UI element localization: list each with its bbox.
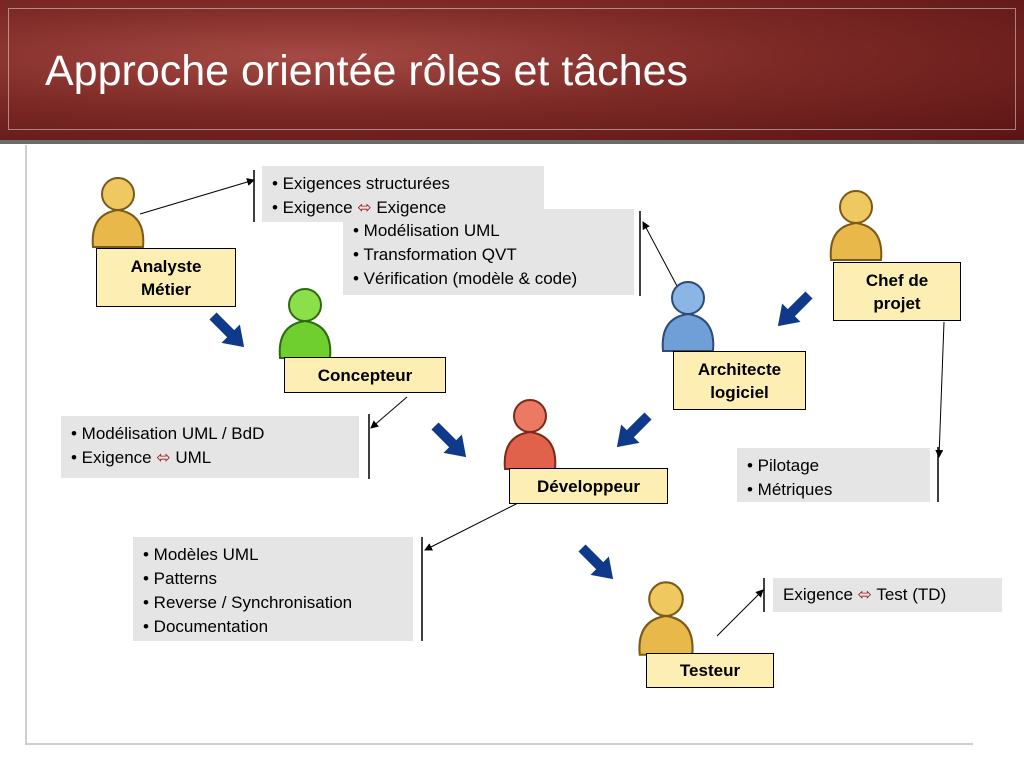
task-item: Exigence ⬄ Test (TD)	[783, 585, 947, 604]
task-item: • Transformation QVT	[353, 245, 517, 264]
bidirectional-arrow-icon: ⬄	[857, 585, 872, 604]
role-label: Chef de	[865, 270, 929, 290]
role-label: Concepteur	[317, 365, 413, 385]
role-developpeur: Développeur	[509, 468, 668, 504]
task-box-chef: • Pilotage • Métriques	[737, 448, 930, 502]
task-item: • Vérification (modèle & code)	[353, 269, 578, 288]
role-testeur: Testeur	[646, 653, 774, 688]
person-icon	[503, 399, 557, 470]
task-box-analyste: • Exigences structurées • Exigence ⬄ Exi…	[262, 166, 544, 222]
role-concepteur: Concepteur	[284, 357, 446, 393]
flow-arrow-icon	[431, 422, 467, 458]
flow-arrow-icon	[777, 291, 813, 327]
title-banner-frame	[8, 8, 1016, 130]
task-box-developpeur: • Modèles UML • Patterns • Reverse / Syn…	[133, 537, 413, 641]
task-item: • Documentation	[143, 617, 269, 636]
task-item: • Modélisation UML	[353, 221, 500, 240]
title-banner: Approche orientée rôles et tâches	[0, 0, 1024, 140]
title-banner-shadow	[0, 140, 1024, 144]
person-icon	[829, 190, 883, 261]
role-analyste-metier: Analyste Métier	[96, 248, 236, 307]
flow-arrow-icon	[616, 412, 652, 448]
task-box-architecte: • Modélisation UML • Transformation QVT …	[343, 209, 634, 295]
slide-title: Approche orientée rôles et tâches	[45, 47, 689, 95]
task-item: • Modèles UML	[143, 545, 259, 564]
bidirectional-arrow-icon: ⬄	[357, 198, 372, 217]
task-item: • Exigences structurées	[272, 174, 450, 193]
flow-arrow-icon	[209, 312, 245, 348]
task-item: • Reverse / Synchronisation	[143, 593, 353, 612]
person-icon	[638, 581, 694, 656]
content-frame	[25, 145, 973, 745]
role-label: Développeur	[537, 476, 640, 496]
role-label: Architecte	[697, 359, 782, 379]
role-label: logiciel	[710, 382, 769, 402]
task-item: • Exigence ⬄ Exigence	[272, 198, 447, 217]
bidirectional-arrow-icon: ⬄	[156, 448, 171, 467]
task-item: • Métriques	[747, 480, 833, 499]
role-architecte-logiciel: Architecte logiciel	[673, 351, 806, 410]
role-label: Métier	[140, 279, 192, 299]
task-item: • Modélisation UML / BdD	[71, 424, 265, 443]
task-box-concepteur: • Modélisation UML / BdD • Exigence ⬄ UM…	[61, 416, 359, 478]
role-label: Analyste	[130, 256, 202, 276]
flow-arrow-icon	[578, 544, 614, 580]
task-item: • Pilotage	[747, 456, 820, 475]
role-label: projet	[873, 293, 921, 313]
role-label: Testeur	[679, 661, 741, 680]
task-item: • Patterns	[143, 569, 217, 588]
task-item: • Exigence ⬄ UML	[71, 448, 212, 467]
person-icon	[278, 288, 332, 359]
person-icon	[91, 177, 145, 248]
person-icon	[661, 281, 715, 352]
task-box-testeur: Exigence ⬄ Test (TD)	[773, 578, 1002, 612]
role-chef-de-projet: Chef de projet	[833, 262, 961, 321]
